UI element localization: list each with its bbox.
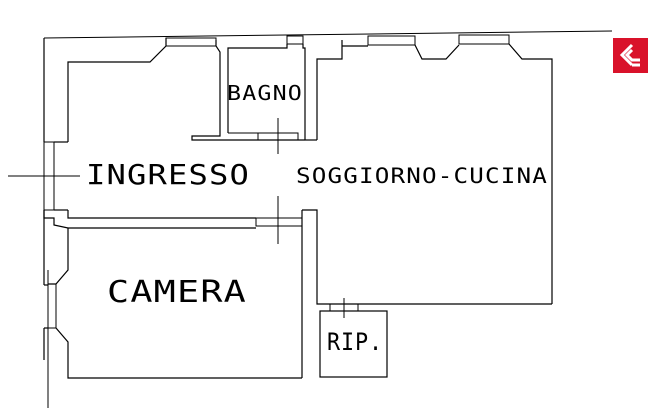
room-label-ripostiglio: RIP. [327,328,383,356]
entrance-area [8,141,552,378]
door-marks [277,118,345,318]
brand-logo-icon [613,38,648,73]
room-label-ingresso: INGRESSO [86,158,250,191]
room-label-bagno: BAGNO [227,81,303,105]
camera-walls [43,210,302,408]
logo-background [613,38,648,73]
room-label-soggiorno-cucina: SOGGIORNO-CUCINA [296,164,548,188]
room-label-camera: CAMERA [107,275,247,310]
